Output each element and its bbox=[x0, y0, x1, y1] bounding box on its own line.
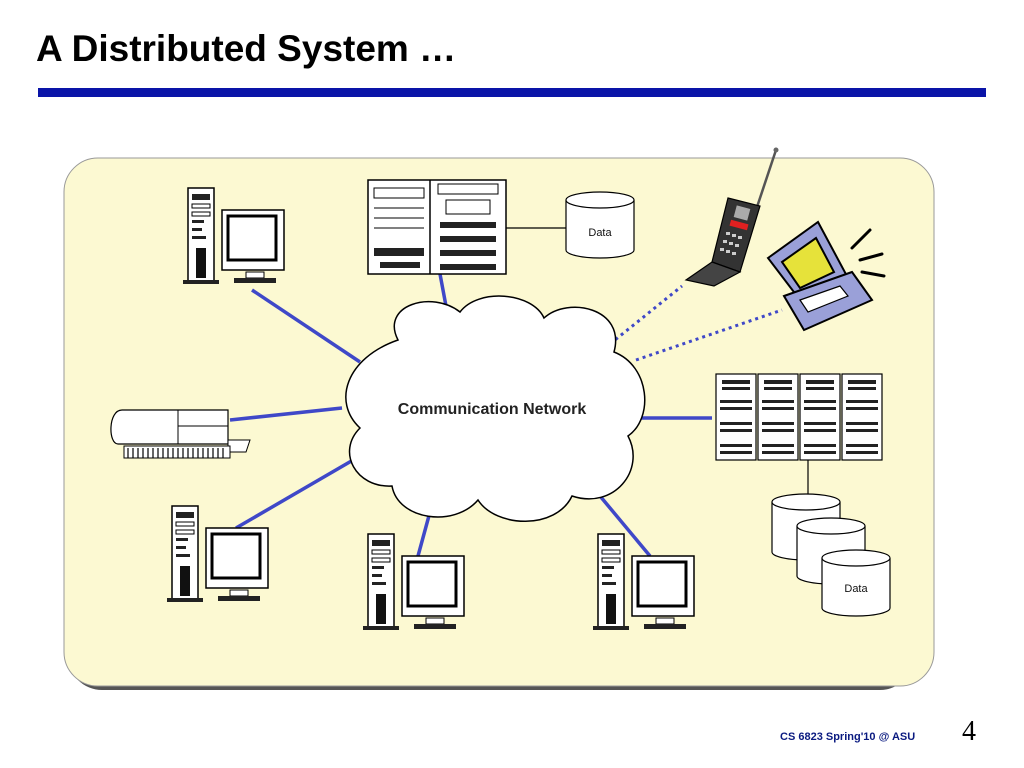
database-stack-icon: Data bbox=[771, 493, 891, 617]
database-icon-top: Data bbox=[565, 191, 635, 259]
laptop-icon bbox=[766, 220, 886, 332]
wireless-links bbox=[609, 284, 783, 362]
page-number: 4 bbox=[962, 716, 976, 747]
data-label-bottom: Data bbox=[844, 583, 868, 595]
cell-phone-icon bbox=[684, 147, 779, 287]
link-server-rack bbox=[438, 273, 448, 307]
network-label: Communication Network bbox=[398, 401, 587, 418]
link-workstation-bottom-middle bbox=[416, 511, 432, 557]
printer-icon bbox=[110, 409, 251, 459]
data-label-top: Data bbox=[588, 227, 612, 239]
slide-title: A Distributed System … bbox=[36, 28, 457, 69]
cloud-icon: Communication Network bbox=[345, 295, 646, 522]
title-rule bbox=[38, 88, 986, 97]
link-workstation-top-left bbox=[251, 288, 361, 364]
link-printer bbox=[229, 406, 343, 422]
slide-footer: CS 6823 Spring'10 @ ASU bbox=[780, 731, 916, 743]
wireless-link-phone bbox=[609, 284, 683, 346]
server-rack-icon bbox=[367, 179, 507, 275]
wireless-link-laptop bbox=[635, 308, 783, 362]
link-workstation-bottom-left bbox=[235, 454, 361, 530]
